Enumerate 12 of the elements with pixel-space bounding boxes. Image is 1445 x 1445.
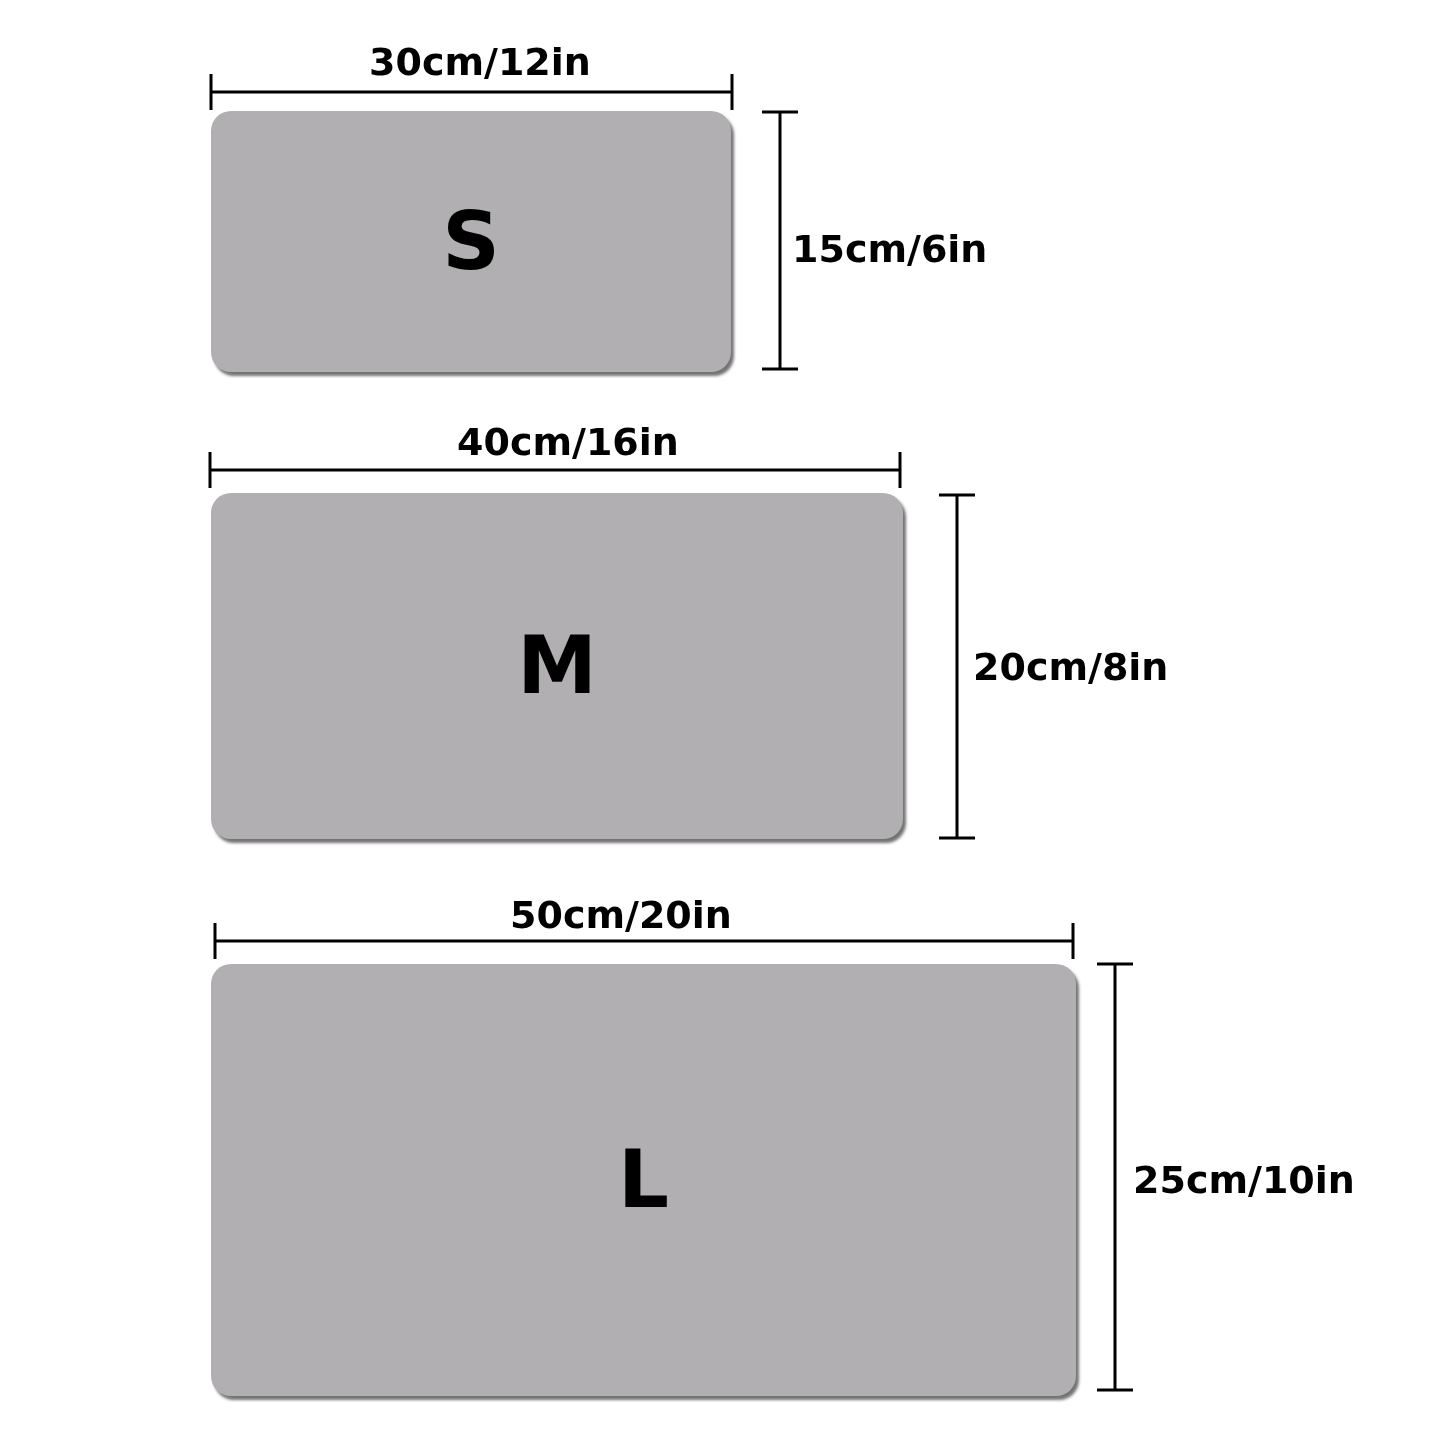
size-panel [211,493,903,839]
dimension-label: 50cm/20in [510,896,732,934]
size-letter: L [618,1140,669,1220]
size-panel [211,964,1076,1396]
dimension-label: 40cm/16in [457,423,679,461]
dimension-label: 20cm/8in [973,648,1169,686]
size-letter: S [442,201,500,282]
dimension-label: 25cm/10in [1133,1161,1355,1199]
dimension-label: 15cm/6in [792,230,988,268]
size-letter: M [517,626,597,706]
size-panel [211,111,731,372]
dimension-label: 30cm/12in [369,43,591,81]
